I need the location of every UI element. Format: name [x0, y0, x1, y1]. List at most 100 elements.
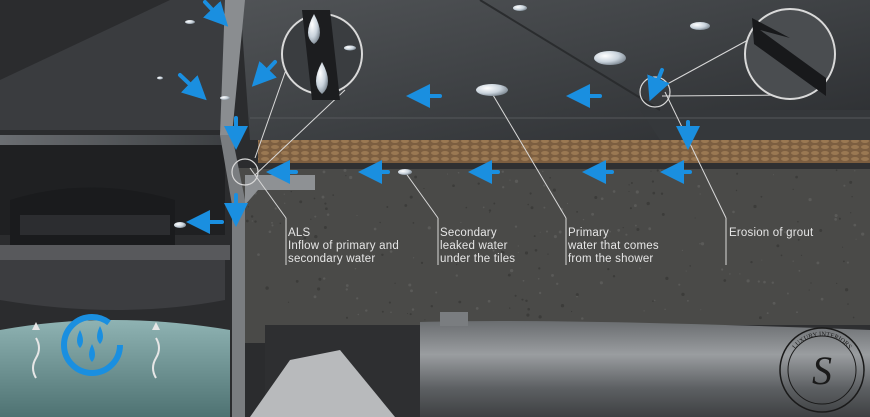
screed-speck [622, 227, 624, 229]
screed-speck [700, 309, 702, 311]
screed-speck [850, 212, 852, 214]
screed-speck [427, 226, 431, 230]
screed-speck [758, 316, 762, 320]
screed-speck [493, 202, 496, 205]
screed-speck [430, 304, 434, 308]
screed-speck [582, 218, 585, 221]
screed-speck [648, 227, 652, 231]
screed-speck [509, 307, 511, 309]
screed-speck [388, 301, 391, 304]
screed-speck [847, 303, 849, 305]
screed-speck [322, 277, 326, 280]
screed-speck [653, 299, 656, 302]
screed-speck [736, 172, 739, 175]
floor-tile [240, 0, 870, 140]
screed-speck [846, 261, 849, 264]
screed-speck [521, 298, 524, 301]
screed-speck [735, 189, 738, 192]
screed-speck [284, 202, 286, 204]
droplet [344, 45, 356, 51]
screed-speck [404, 204, 408, 207]
screed-speck [424, 319, 426, 321]
screed-speck [771, 281, 774, 284]
screed-speck [797, 238, 800, 241]
screed-speck [271, 221, 273, 224]
screed-speck [689, 265, 692, 267]
label-primary-line: water that comes [568, 240, 659, 252]
screed-speck [685, 270, 687, 272]
membrane-layer [258, 163, 870, 169]
screed-speck [324, 202, 327, 205]
screed-speck [475, 307, 479, 310]
screed-speck [295, 280, 299, 283]
screed-speck [646, 201, 650, 206]
screed-speck [383, 244, 387, 249]
grout-layer [258, 140, 870, 166]
screed-speck [325, 207, 328, 211]
screed-speck [607, 268, 610, 271]
label-als-line: ALS [288, 227, 311, 239]
screed-speck [566, 202, 569, 205]
water-drop-icon [97, 326, 103, 344]
screed-speck [861, 232, 865, 236]
screed-speck [489, 212, 491, 214]
screed-speck [537, 277, 540, 280]
screed-speck [651, 180, 655, 183]
screed-speck [552, 188, 556, 192]
screed-speck [251, 220, 253, 222]
screed-speck [345, 284, 349, 287]
screed-speck [816, 261, 820, 265]
screed-speck [247, 206, 250, 208]
leader-primary [489, 89, 567, 219]
screed-speck [274, 207, 277, 210]
screed-texture [239, 168, 865, 321]
screed-speck [299, 200, 303, 204]
screed-speck [322, 170, 326, 174]
screed-speck [547, 253, 549, 255]
screed-speck [332, 194, 335, 196]
screed-speck [699, 193, 701, 195]
water-drop-icon [316, 62, 328, 94]
screed-speck [553, 235, 557, 239]
screed-speck [287, 301, 290, 303]
screed-speck [587, 172, 590, 175]
screed-speck [612, 274, 616, 278]
screed-speck [560, 304, 565, 308]
screed-speck [625, 233, 628, 236]
screed-speck [763, 280, 766, 284]
screed-speck [681, 249, 684, 252]
screed-speck [345, 316, 349, 319]
screed-speck [542, 170, 544, 173]
screed-speck [628, 190, 630, 192]
screed-speck [538, 315, 542, 319]
screed-speck [539, 231, 541, 233]
screed-speck [843, 184, 846, 187]
label-als: ALS Inflow of primary and secondary wate… [288, 227, 399, 266]
screed-speck [660, 192, 664, 195]
screed-speck [739, 273, 741, 275]
screed-speck [842, 246, 844, 248]
als-highlight-circle [231, 158, 259, 186]
trap-water [0, 320, 230, 417]
screed-speck [326, 213, 330, 216]
screed-speck [357, 313, 360, 316]
screed-speck [460, 221, 462, 224]
leader-secondary [404, 171, 439, 219]
vapor-line [152, 337, 160, 379]
screed-speck [501, 251, 505, 254]
screed-speck [509, 179, 511, 181]
screed-speck [571, 232, 573, 234]
screed-speck [783, 231, 786, 234]
screed-speck [853, 223, 857, 227]
screed-speck [681, 292, 685, 297]
screed-speck [457, 171, 460, 174]
label-grout-line: Erosion of grout [729, 227, 814, 239]
flow-arrow [251, 60, 277, 87]
water-drop-icon [89, 344, 95, 362]
screed-speck [630, 182, 633, 184]
flow-arrow [647, 68, 670, 102]
screed-speck [477, 182, 480, 185]
screed-speck [356, 215, 358, 217]
screed-speck [849, 180, 853, 184]
screed-speck [465, 206, 468, 209]
